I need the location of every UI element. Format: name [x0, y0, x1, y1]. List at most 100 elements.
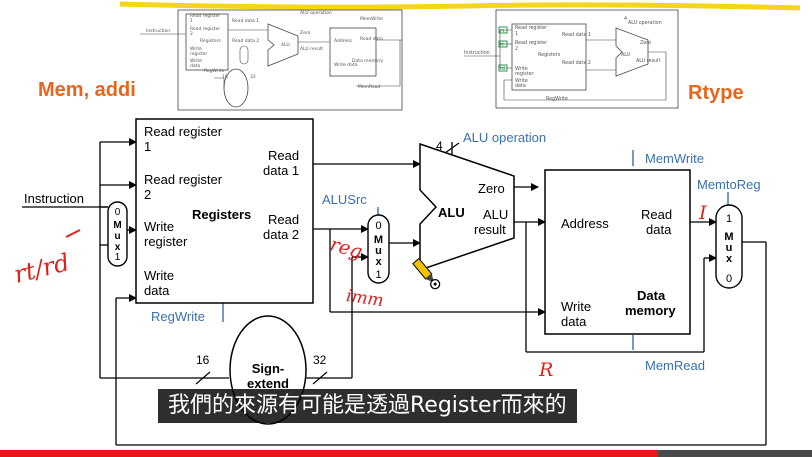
- svg-text:register: register: [190, 51, 208, 57]
- svg-text:imm: imm: [345, 286, 385, 311]
- memtoreg-label: MemtoReg: [697, 177, 761, 192]
- mux-reg-dst: [107, 201, 128, 267]
- svg-text:Read register: Read register: [515, 40, 547, 46]
- svg-text:RegWrite: RegWrite: [546, 96, 568, 102]
- video-progress-bar[interactable]: [0, 450, 812, 457]
- svg-text:Mux: Mux: [724, 231, 733, 265]
- svg-text:ALU operation: ALU operation: [628, 20, 662, 26]
- svg-text:32: 32: [313, 353, 327, 367]
- svg-text:Registers: Registers: [200, 38, 222, 44]
- svg-text:2: 2: [190, 31, 193, 37]
- wires: [22, 138, 767, 446]
- svg-text:Read data 1: Read data 1: [562, 32, 591, 38]
- svg-text:1: 1: [115, 252, 121, 263]
- svg-text:0: 0: [726, 273, 732, 285]
- svg-text:1: 1: [726, 213, 732, 225]
- svg-text:16: 16: [196, 353, 210, 367]
- registers-title: Registers: [192, 207, 251, 222]
- svg-text:Write data: Write data: [334, 62, 358, 68]
- svg-text:Zero: Zero: [640, 40, 651, 46]
- svg-text:2: 2: [515, 46, 518, 52]
- video-progress-fill: [0, 450, 658, 457]
- svg-text:Instruction: Instruction: [146, 28, 170, 34]
- svg-text:MemRead: MemRead: [358, 84, 380, 90]
- svg-text:reg: reg: [328, 233, 365, 263]
- svg-text:Read data 2: Read data 2: [232, 38, 259, 44]
- svg-text:ALU operation: ALU operation: [300, 10, 332, 16]
- svg-text:RegWrite: RegWrite: [204, 68, 225, 74]
- svg-text:R: R: [538, 359, 553, 381]
- svg-text:Read register: Read register: [190, 13, 220, 19]
- registers-block: [135, 118, 314, 304]
- svg-text:Write: Write: [515, 78, 528, 84]
- svg-text:MemWrite: MemWrite: [360, 16, 383, 22]
- svg-text:Write: Write: [190, 58, 202, 64]
- mux-memtoreg: [715, 204, 743, 289]
- svg-text:I: I: [698, 202, 707, 224]
- svg-text:data: data: [515, 83, 526, 89]
- svg-text:Data memory: Data memory: [352, 58, 383, 64]
- mux-alusrc: [367, 214, 390, 284]
- regwrite-label: RegWrite: [151, 309, 205, 324]
- svg-text:Read data: Read data: [360, 36, 383, 42]
- alusrc-label: ALUSrc: [322, 192, 367, 207]
- svg-text:0: 0: [115, 207, 121, 218]
- svg-text:Mux: Mux: [374, 234, 383, 268]
- label-rtype: Rtype: [688, 82, 744, 104]
- svg-text:1: 1: [375, 269, 381, 281]
- top-highlight-stroke: [119, 1, 801, 11]
- alu-block: [419, 142, 515, 272]
- svg-text:rs: rs: [500, 28, 505, 34]
- thumbnail-rtype: Read register 1 Read register 2 Register…: [464, 9, 679, 109]
- video-subtitle: 我們的來源有可能是透過Register而來的: [158, 389, 577, 423]
- thumbnail-mem-addi: Read register 1 Read register 2 Register…: [140, 9, 403, 111]
- svg-text:4: 4: [436, 139, 443, 153]
- pen-cursor-icon: [412, 257, 441, 290]
- svg-text:ALU: ALU: [621, 52, 631, 58]
- svg-text:1: 1: [190, 18, 193, 24]
- svg-text:Address: Address: [334, 38, 353, 44]
- svg-text:4: 4: [624, 16, 627, 22]
- svg-text:0: 0: [375, 220, 381, 232]
- svg-text:rt: rt: [500, 42, 504, 48]
- svg-text:rd: rd: [500, 66, 505, 72]
- label-mem-addi: Mem, addi: [38, 79, 136, 101]
- svg-text:Registers: Registers: [538, 52, 561, 58]
- svg-text:Zero: Zero: [300, 30, 311, 36]
- svg-text:register: register: [515, 71, 534, 77]
- svg-text:Read data 2: Read data 2: [562, 60, 591, 66]
- svg-text:32: 32: [250, 74, 256, 80]
- svg-text:Write: Write: [190, 46, 202, 52]
- memwrite-label: MemWrite: [645, 151, 704, 166]
- svg-text:Read register: Read register: [190, 26, 220, 32]
- svg-text:Mux: Mux: [113, 220, 121, 253]
- sign-extend-label: Sign-extend: [247, 361, 289, 391]
- svg-text:ALU: ALU: [281, 42, 290, 48]
- svg-text:Instruction: Instruction: [464, 50, 490, 56]
- svg-text:Read data 1: Read data 1: [232, 18, 259, 24]
- instruction-label: Instruction: [24, 191, 84, 206]
- alu-zero: Zero: [478, 181, 505, 196]
- data-memory-block: [544, 169, 691, 335]
- memread-label: MemRead: [645, 358, 705, 373]
- svg-text:data: data: [190, 63, 200, 69]
- svg-text:1: 1: [515, 31, 518, 37]
- svg-text:Read register: Read register: [515, 25, 547, 31]
- alu-operation-label: ALU operation: [463, 130, 546, 145]
- svg-text:rt/rd: rt/rd: [11, 248, 72, 289]
- svg-text:ALU result: ALU result: [300, 46, 323, 52]
- control-lines: [222, 150, 729, 350]
- svg-text:Write: Write: [515, 66, 528, 72]
- alu-name: ALU: [438, 205, 465, 220]
- svg-text:ALU result: ALU result: [636, 58, 660, 64]
